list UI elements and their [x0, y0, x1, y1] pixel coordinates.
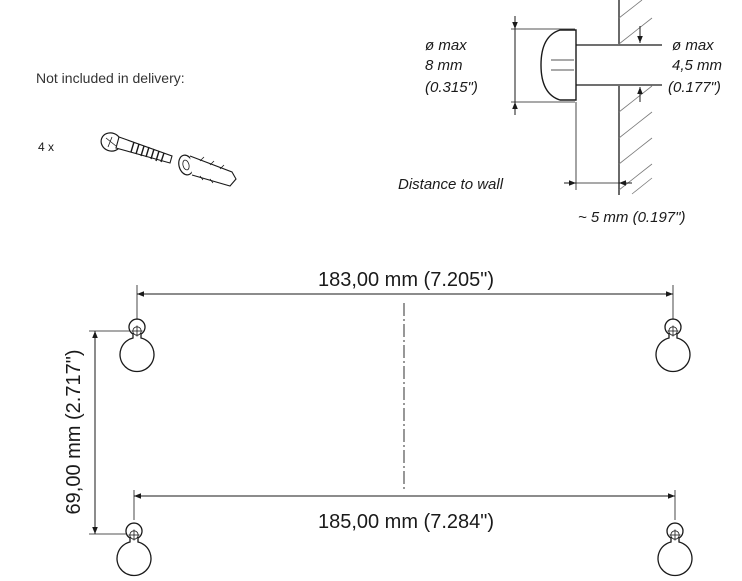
wall-plug-icon: [178, 154, 237, 187]
shaft-diameter-label-3: (0.177"): [668, 79, 721, 96]
shaft-diameter-label-1: ø max: [672, 37, 714, 54]
head-diameter-dimension: [511, 16, 575, 115]
head-diameter-label-2: 8 mm: [425, 57, 463, 74]
height-dimension: [89, 330, 133, 535]
height-label: 69,00 mm (2.717"): [63, 350, 85, 515]
screw-icon: [100, 132, 173, 164]
distance-to-wall-label: Distance to wall: [398, 176, 504, 193]
head-diameter-label-1: ø max: [425, 37, 467, 54]
bottom-width-dimension: [133, 490, 676, 520]
bottom-width-label: 185,00 mm (7.284"): [318, 511, 494, 533]
distance-to-wall-value: ~ 5 mm (0.197"): [578, 209, 685, 226]
quantity-label: 4 x: [38, 140, 54, 154]
shaft-diameter-label-2: 4,5 mm: [672, 57, 722, 74]
distance-dimension: [564, 102, 632, 195]
top-width-dimension: [136, 285, 674, 326]
keyhole-top-right: [655, 318, 691, 373]
screw-side-view: [540, 29, 662, 101]
head-diameter-label-3: (0.315"): [425, 79, 478, 96]
keyhole-top-left: [119, 318, 155, 373]
not-included-label: Not included in delivery:: [36, 70, 185, 86]
wall-hatching: [618, 0, 653, 195]
keyhole-bottom-left: [116, 522, 152, 577]
top-width-label: 183,00 mm (7.205"): [318, 269, 494, 291]
keyhole-bottom-right: [657, 522, 693, 577]
